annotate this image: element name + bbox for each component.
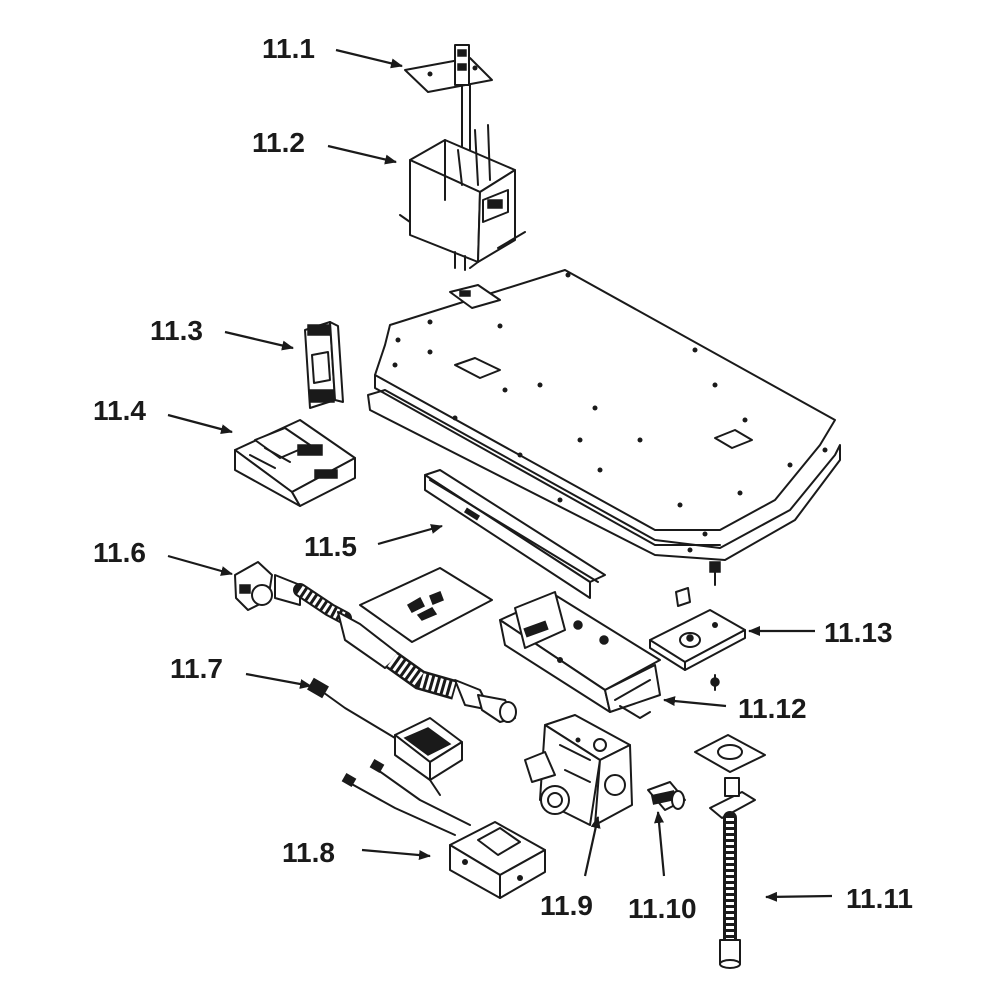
arrow-11-2	[327, 144, 397, 165]
part-11-8-junction-box	[341, 759, 546, 899]
label-11-6: 11.6	[93, 537, 146, 568]
label-11-3: 11.3	[150, 315, 203, 346]
label-11-7: 11.7	[170, 653, 223, 684]
part-11-9-gas-valve	[524, 714, 633, 826]
part-11-7-remote-receiver	[307, 677, 463, 796]
part-11-4-control-board	[234, 419, 356, 507]
arrow-11-9	[583, 816, 601, 877]
label-11-1: 11.1	[262, 33, 315, 64]
arrow-11-12	[663, 696, 727, 708]
label-11-2: 11.2	[252, 127, 305, 158]
arrow-11-1	[335, 48, 403, 69]
label-11-10: 11.10	[628, 893, 697, 924]
arrow-11-7	[245, 672, 312, 689]
part-11-13-mount-plate	[649, 561, 746, 691]
arrow-11-5	[377, 524, 443, 546]
label-11-4: 11.4	[93, 395, 146, 426]
label-11-11: 11.11	[846, 883, 913, 914]
label-11-13: 11.13	[824, 617, 893, 648]
part-11-3-spark-module	[304, 321, 344, 409]
callout-arrows	[167, 48, 833, 902]
part-11-5-burner-rail	[424, 469, 606, 599]
part-11-6-flex-gas-line	[234, 561, 517, 723]
part-11-11-pilot-tube	[694, 734, 766, 969]
label-11-12: 11.12	[738, 693, 807, 724]
arrow-11-10	[654, 811, 666, 877]
part-11-1-pilot-assembly	[404, 44, 493, 151]
callout-labels: 11.1 11.2 11.3 11.4 11.5 11.6 11.7 11.8 …	[93, 33, 913, 924]
arrow-11-6	[167, 554, 233, 576]
part-11-2-pilot-shield	[399, 124, 526, 271]
instruction-card	[359, 567, 493, 643]
part-11-12-valve-bracket	[499, 591, 661, 719]
label-11-5: 11.5	[304, 531, 357, 562]
label-11-9: 11.9	[540, 890, 593, 921]
burner-base-plate	[367, 269, 841, 561]
label-11-8: 11.8	[282, 837, 335, 868]
arrow-11-4	[167, 413, 233, 435]
arrow-11-3	[224, 330, 294, 351]
part-11-10-fitting	[647, 781, 686, 811]
arrow-11-8	[361, 848, 431, 861]
arrow-11-11	[765, 891, 833, 902]
